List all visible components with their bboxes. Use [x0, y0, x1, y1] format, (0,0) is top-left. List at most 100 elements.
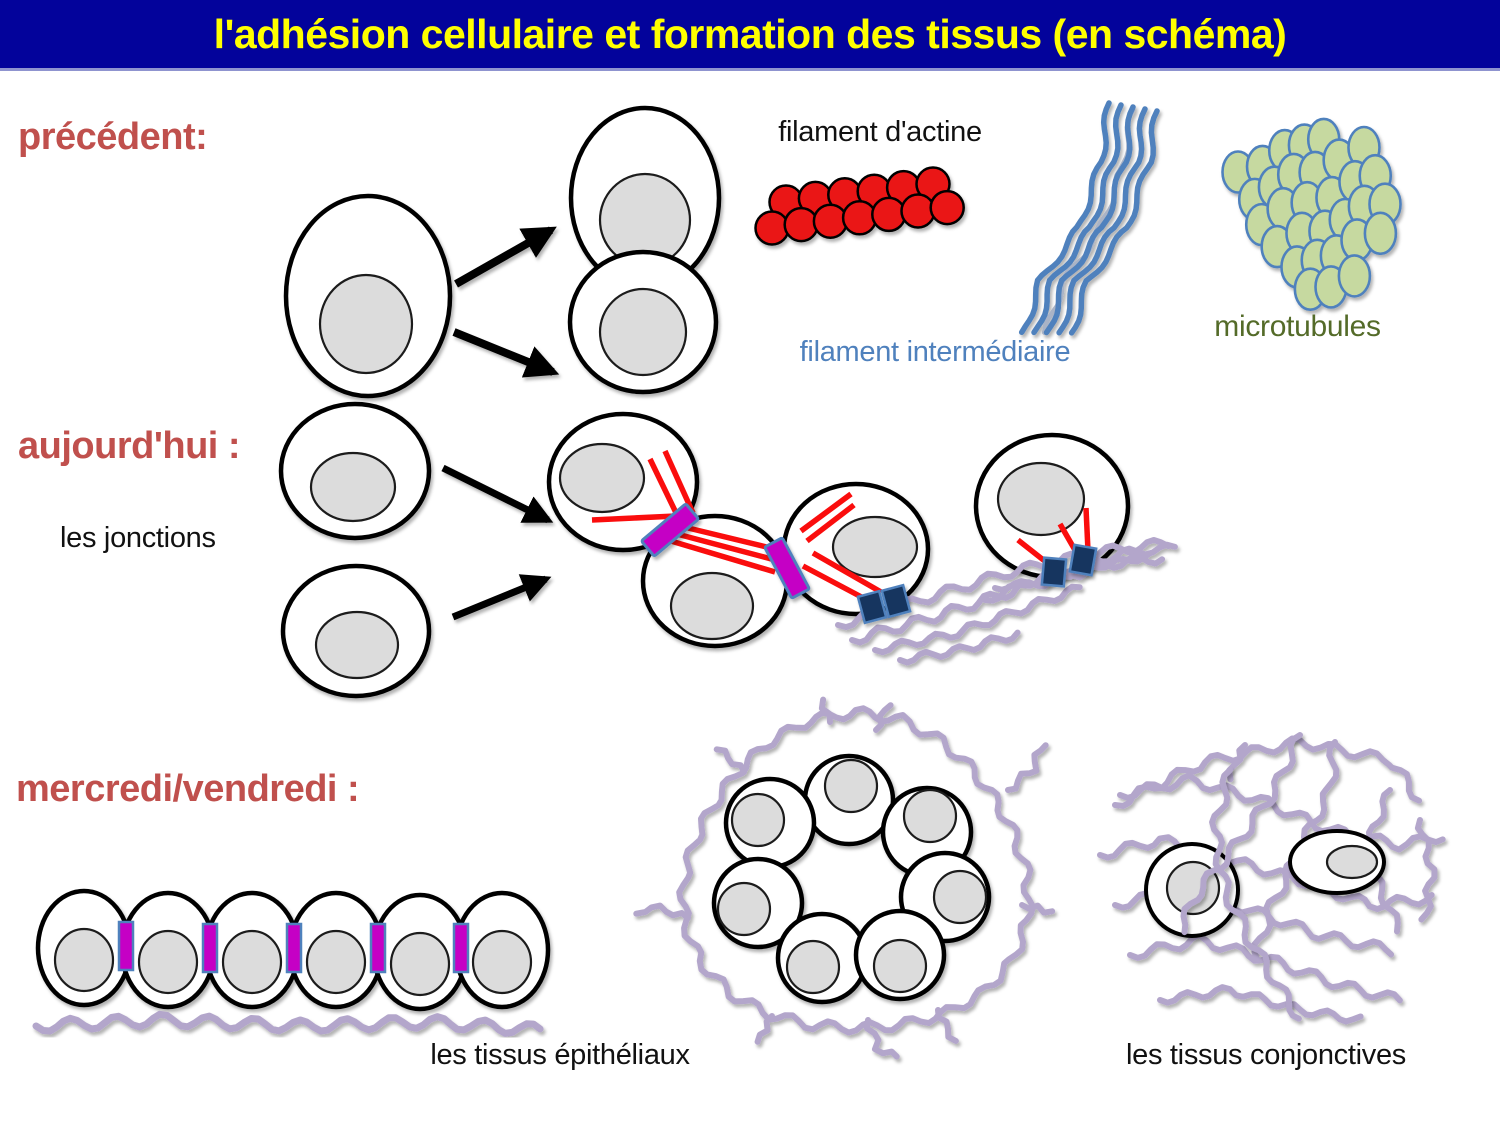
connective-tissue-label: les tissus conjonctives — [1126, 1039, 1406, 1071]
today-junction-group — [640, 503, 1098, 625]
cell-nucleus — [598, 287, 688, 377]
cell-nucleus — [785, 939, 841, 995]
cell-nucleus — [730, 792, 786, 848]
actin-bead — [783, 206, 819, 243]
actin-bead — [900, 193, 936, 229]
cell-nucleus — [305, 929, 367, 995]
ecm-fiber — [633, 902, 691, 921]
intermediate-filament-group — [1018, 100, 1160, 336]
section-label-previous: précédent: — [18, 116, 208, 158]
red-filament — [662, 449, 696, 515]
red-filament — [647, 457, 682, 521]
ecm-fiber — [1157, 984, 1364, 1025]
actin-bead — [841, 200, 878, 236]
arrow — [454, 226, 557, 288]
actin-filament-label: filament d'actine — [778, 116, 982, 148]
epithelial-tissue-label: les tissus épithéliaux — [430, 1039, 690, 1071]
actin-bead — [812, 203, 849, 239]
intermediate-filament-label: filament intermédiaire — [799, 336, 1071, 368]
intermediate-filament-strand — [1056, 106, 1148, 336]
ecm-fiber — [818, 696, 833, 725]
cell-nucleus — [996, 461, 1086, 537]
actin-bead — [871, 196, 907, 233]
connective-ecm-front-group — [1180, 732, 1303, 1022]
ecm-fiber — [32, 1010, 544, 1037]
adhesion-plaque — [880, 583, 912, 619]
cell-nucleus — [318, 273, 414, 375]
rosette-ecm-group — [633, 696, 1056, 1060]
cell-nucleus — [53, 927, 115, 993]
arrow — [451, 574, 552, 621]
actin-filament-group — [754, 166, 965, 246]
junction-bar — [452, 922, 470, 974]
red-filament — [805, 502, 856, 544]
junction-bar — [640, 503, 700, 557]
microtubule-tubule — [1363, 211, 1398, 256]
ecm-fiber — [897, 629, 1021, 666]
ecm-fiber — [1117, 772, 1446, 853]
cell-nucleus — [314, 610, 400, 680]
intermediate-filament-strand — [1043, 104, 1136, 336]
adhesion-plaque — [1068, 543, 1098, 577]
cell-nucleus — [137, 929, 199, 995]
red-filament — [811, 550, 883, 595]
microtubules-group — [1221, 117, 1402, 311]
cell-nucleus — [389, 931, 451, 997]
cell-nucleus — [831, 515, 919, 579]
junction-bar — [285, 922, 303, 974]
ecm-fiber — [1097, 834, 1435, 913]
ecm-fiber — [1209, 767, 1302, 1022]
junction-bar — [201, 922, 219, 974]
ecm-fiber — [935, 1007, 959, 1044]
red-filament — [591, 513, 677, 523]
ecm-fiber — [1180, 732, 1303, 936]
previous-cell-group — [283, 105, 722, 399]
ecm-fiber — [713, 746, 747, 775]
cell-nucleus — [309, 451, 397, 523]
cell-nucleus — [823, 758, 879, 814]
title-bar: l'adhésion cellulaire et formation des t… — [0, 0, 1500, 71]
red-filament — [801, 563, 871, 604]
adhesion-plaque — [856, 589, 888, 625]
microtubules-label: microtubules — [1214, 310, 1381, 343]
intermediate-filament-strand — [1031, 102, 1124, 336]
actin-bead — [754, 210, 790, 246]
cell-nucleus — [558, 442, 646, 514]
cell-nucleus — [932, 869, 988, 925]
adhesion-plaque — [1040, 556, 1068, 588]
slide-title: l'adhésion cellulaire et formation des t… — [213, 10, 1287, 57]
red-filament — [683, 524, 780, 553]
arrow — [441, 464, 554, 524]
microtubule-tubule — [1337, 254, 1372, 298]
cell-nucleus — [669, 571, 755, 641]
red-filament — [670, 538, 776, 575]
rosette-cell-group — [711, 753, 992, 1005]
epithelial-basement-group — [32, 1010, 544, 1037]
ecm-fiber — [1112, 735, 1423, 809]
intermediate-filament-strand — [1068, 108, 1160, 336]
ecm-fiber — [992, 550, 1153, 593]
junctions-sublabel: les jonctions — [60, 522, 216, 554]
cell-nucleus — [221, 929, 283, 995]
intermediate-filament-strand — [1018, 100, 1112, 336]
ecm-fiber — [863, 1017, 900, 1060]
ecm-fiber — [754, 1013, 775, 1045]
arrow — [452, 328, 560, 378]
section-label-today: aujourd'hui : — [18, 425, 241, 467]
ecm-fiber — [872, 583, 1083, 656]
ecm-fiber — [1019, 902, 1056, 916]
cell-nucleus — [1325, 844, 1379, 880]
actin-bead — [929, 189, 965, 226]
red-filament — [799, 491, 853, 534]
red-filament — [676, 531, 780, 564]
red-filament — [1083, 507, 1091, 552]
section-label-upcoming: mercredi/vendredi : — [16, 768, 360, 810]
today-cell-group — [278, 401, 1131, 699]
epithelial-tissue-group — [35, 888, 551, 1012]
junction-bar — [763, 536, 811, 600]
junction-bar — [117, 920, 135, 972]
ecm-fiber — [1005, 742, 1049, 793]
ecm-fiber — [873, 702, 894, 733]
